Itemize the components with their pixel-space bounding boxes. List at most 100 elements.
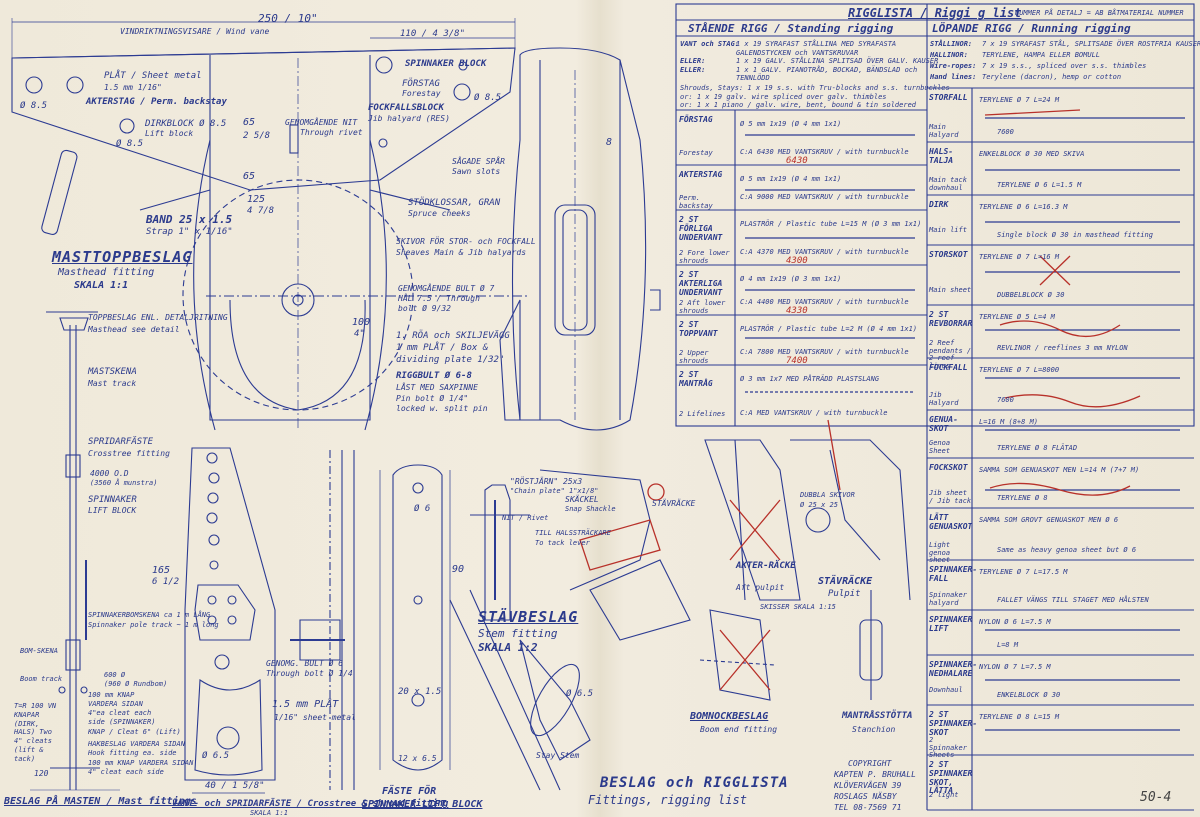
masthead-title-en: Masthead fitting [58,267,155,278]
spin-track-label: SPINNAKERBOMSKENA ca 1 m LÅNG [88,611,211,619]
city: ROSLAGS NÄSBY [834,792,897,801]
standing-row-note: C:A 7800 MED VANTSKRUV / with turnbuckle [740,348,909,356]
lift-caption-2: SPINNAKER LIFT BLOCK [362,799,483,810]
stem-scale: SKALA 1:2 [478,641,538,654]
sheet-title: BESLAG och RIGGLISTA [600,775,789,791]
knob3: 100 mm KNAP VARDERA SIDAN [88,759,194,767]
standing-intro-row: TENNLÖDD [680,74,770,82]
spreader-dim-hole: Ø 6.5 [202,751,230,761]
copyright: COPYRIGHT [848,759,892,768]
running-row-name: FOCKFALL [929,363,968,372]
sawn-slots-label: SÅGADE SPÅR [452,157,505,166]
running-row-en: Light genoa sheet [929,541,951,565]
dim-125: 125 [247,194,266,205]
stanchion-title: MANTRÅSSTÖTTA [842,711,913,721]
knob1-2: VARDERA SIDAN [88,700,143,708]
double-sheaves: DUBBLA SKIVOR [800,491,855,499]
running-row-en: Genoa Sheet [929,439,951,455]
running-row-spec: NYLON Ø 7 L=7.5 M [979,663,1051,671]
running-row-spec: TERYLENE Ø 8 L=15 M [979,713,1060,721]
running-intro-row: Wire-ropes:7 x 19 s.s., spliced over s.s… [930,62,1146,70]
standing-row-correction: 4300 [786,256,808,266]
standing-row-name: FÖRSTAG [679,115,713,124]
running-row-name: SPINNAKER LIFT [929,615,973,633]
dim-100-in: 4" [354,329,365,339]
hook-en: Hook fitting ea. side [88,749,177,757]
running-row-spec: TERYLENE Ø 7 L=8000 [979,366,1060,374]
running-intro-val: Terylene (dacron), hemp or cotton [982,73,1122,81]
dim-65-top: 65 [243,117,256,128]
standing-intro-key: ELLER: [680,65,706,74]
stem-dim: Ø 6.5 [566,689,594,699]
sheave-dim: Ø 25 x 25 [800,501,838,509]
spreader-bolt: GENOMG. BULT Ø 6 [266,659,344,668]
standing-row-en: 2 Lifelines [679,410,726,418]
running-row-name: GENUA-SKOT [929,415,958,433]
dim-65-mid: 65 [243,171,256,182]
standing-row-en: 2 Fore lower shrouds [679,249,730,265]
dim-100: 100 [352,317,371,328]
hole-label-left: Ø 8.5 [20,101,48,111]
spin-block-label: SPINNAKER [88,495,137,505]
stem-pulpit: STÄVRÄCKE [652,499,696,508]
running-row-sub: 7600 [997,396,1014,404]
topping-block-en: Lift block [145,129,194,138]
running-intro-row: Hand lines:Terylene (dacron), hemp or co… [930,73,1121,81]
standing-intro-row: GALENDSTYCKEN och VANTSKRUVAR [680,49,858,57]
forestay-label: FÖRSTAG [402,79,440,89]
running-row-sub: DUBBELBLOCK Ø 30 [997,291,1065,299]
running-row-sub: Same as heavy genoa sheet but Ø 6 [997,546,1137,554]
page-number: 50-4 [1140,790,1172,805]
mast-track-label: MASTSKENA [88,367,137,377]
running-row-en: 2 light [929,791,959,799]
running-row-sub: ENKELBLOCK Ø 30 [997,691,1061,699]
lift-dim-90: 90 [452,564,465,575]
standing-row-name: AKTERSTAG [679,170,723,179]
standing-intro-val: GALENDSTYCKEN och VANTSKRUVAR [736,48,859,57]
phone: TEL 08-7569 71 [834,803,902,812]
stem-shackle: SKÄCKEL [565,495,599,504]
dim-120: 120 [34,769,49,778]
running-row-name: DIRK [929,200,949,209]
boom-end-en: Boom end fitting [700,725,778,734]
plate-thickness: 1.5 mm 1/16" [104,83,162,92]
running-row-name: LÄTT GENUASKOT [929,513,973,531]
standing-row-spec: PLASTRÖR / Plastic tube L=15 M (Ø 3 mm 1… [740,220,922,228]
mast-height-600-sub: (960 Ø Rundbom) [104,680,168,688]
running-row-sub: TERYLENE Ø 8 FLÄTAD [997,444,1078,452]
spin-block-en: LIFT BLOCK [88,506,137,515]
sheet-title-en: Fittings, rigging list [588,793,747,807]
standing-row-name: 2 ST AKTERLIGA UNDERVANT [679,270,723,297]
standing-row-en: 2 Upper shrouds [679,349,709,365]
rivet-en: Through rivet [300,128,363,137]
boom-end-title: BOMNOCKBESLAG [690,711,769,722]
standing-row-name: 2 ST MANTRÅG [679,370,713,388]
running-row-name: FOCKSKOT [929,463,968,472]
standing-row-note: C:A 9000 MED VANTSKRUV / with turnbuckle [740,193,909,201]
band-label: BAND 25 x 1.5 [146,213,233,226]
standing-row-name: 2 ST TOPPVANT [679,320,718,338]
dim-right-width: 110 / 4 3/8" [400,29,466,39]
spreader-plate: 1.5 mm PLÅT [272,699,339,710]
mast-fittings-caption: BESLAG PÅ MASTEN / Mast fittings [4,796,197,807]
standing-intro-row: ELLER:1 x 19 GALV. STÅLLINA SPLITSAD ÖVE… [680,57,938,65]
running-row-sub: L=8 M [997,641,1019,649]
standing-row-note: C:A 4400 MED VANTSKRUV / with turnbuckle [740,298,909,306]
running-row-spec: NYLON Ø 6 L=7.5 M [979,618,1051,626]
divider-label: 1. RÖA och SKILJEVÄGG [396,331,510,341]
running-row-en: Main Halyard [929,123,959,139]
dim-165-in: 6 1/2 [152,577,180,587]
spinnaker-block-label: SPINNAKER BLOCK [405,59,487,69]
mast-ref: TOPPBESLAG ENL. DETALJRITNING [88,313,228,322]
running-intro-val: TERYLENE, HAMPA ELLER BOMULL [982,51,1101,59]
